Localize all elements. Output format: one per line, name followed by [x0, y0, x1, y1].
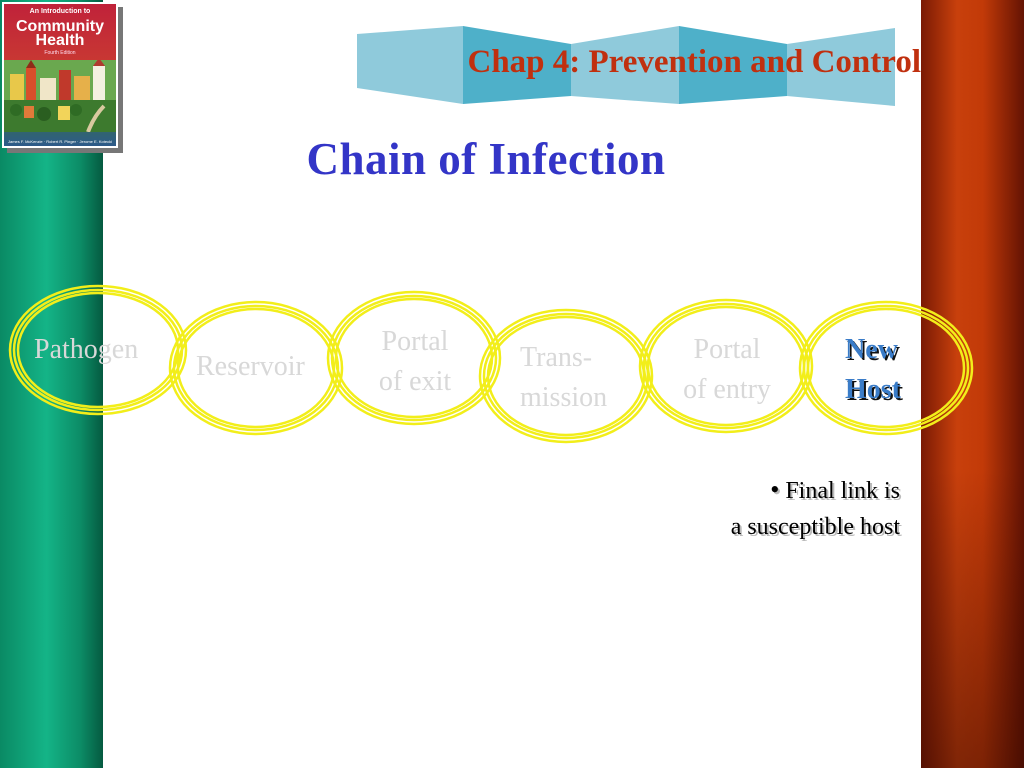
note-line2: a susceptible host: [730, 514, 900, 540]
bullet-note: •Final link is a susceptible host: [660, 472, 900, 545]
book-edition: Fourth Edition: [44, 50, 76, 56]
link-label-new-host-line1: New: [845, 334, 898, 365]
slide-title: Chain of Infection: [306, 134, 666, 184]
link-label-pathogen: Pathogen: [34, 334, 139, 365]
link-label-transmission-line1: Trans-: [520, 342, 593, 373]
link-label-portal-of-exit-line1: Portal: [381, 326, 449, 357]
link-label-portal-of-exit: Portal of exit: [370, 322, 460, 402]
link-label-new-host-line2: Host: [845, 374, 901, 405]
book-title-line1: Community: [16, 18, 104, 35]
chain-rings: [8, 284, 974, 444]
note-line1: Final link is: [785, 478, 900, 504]
link-label-portal-of-entry-line1: Portal: [693, 334, 761, 365]
title-banner-ribbon: [357, 26, 895, 106]
link-label-portal-of-entry-line2: of entry: [683, 374, 771, 405]
bullet-marker: •: [770, 475, 780, 504]
link-label-portal-of-entry: Portal of entry: [668, 330, 786, 410]
ring-new-host: [798, 300, 974, 436]
link-label-new-host: New Host: [845, 330, 901, 410]
link-label-portal-of-exit-line2: of exit: [378, 366, 452, 397]
right-bar-shade: [921, 468, 1024, 768]
book-subtitle: An Introduction to: [29, 8, 91, 15]
chapter-title: Chap 4: Prevention and Control: [467, 44, 922, 80]
town-illustration: [4, 60, 116, 132]
link-label-reservoir: Reservoir: [196, 351, 305, 382]
book-authors: James F. McKenzie · Robert R. Pinger · J…: [7, 139, 113, 144]
link-label-transmission-line2: mission: [520, 382, 608, 413]
textbook-cover-image: An Introduction to Community Health Four…: [2, 2, 118, 148]
book-title-line2: Health: [35, 32, 85, 49]
link-label-transmission: Trans- mission: [520, 338, 607, 418]
right-decorative-bar: [921, 0, 1024, 768]
